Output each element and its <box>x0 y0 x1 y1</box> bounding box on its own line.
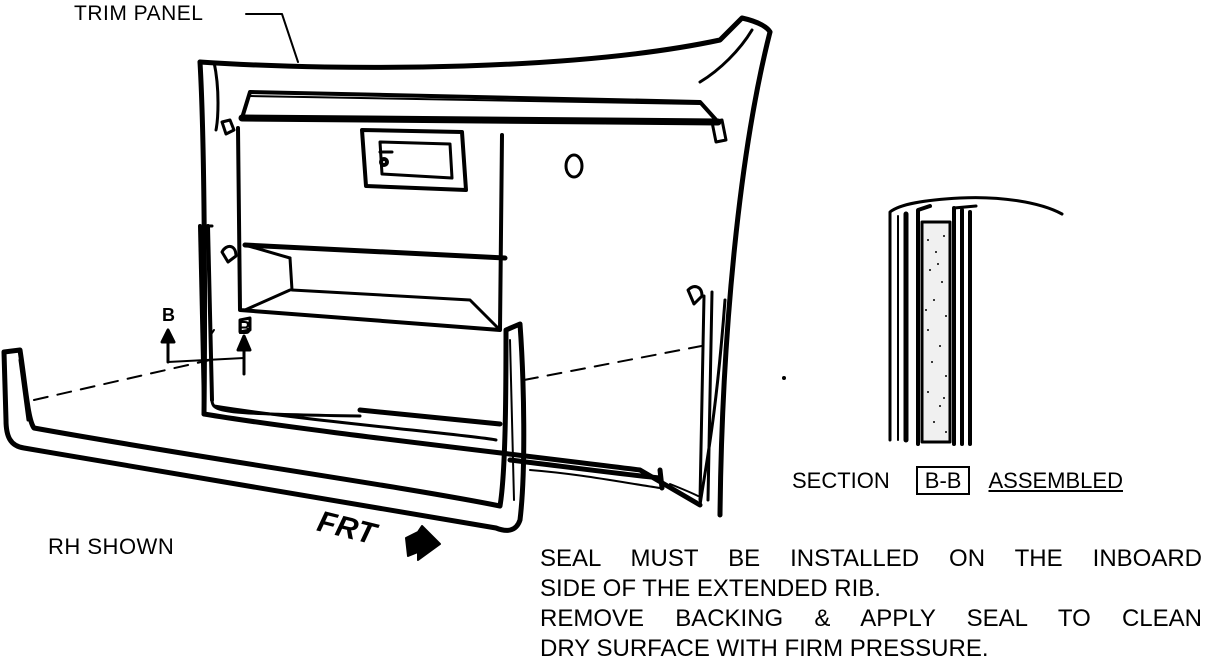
rh-shown-label: RH SHOWN <box>48 534 175 559</box>
foam-stipple <box>925 235 947 433</box>
note-line: SEAL MUST BE INSTALLED ON THE INBOARD <box>540 545 1202 572</box>
panel-hole <box>564 153 584 179</box>
note-line: SIDE OF THE EXTENDED RIB. <box>540 575 881 602</box>
section-caption-suffix: ASSEMBLED <box>988 468 1123 493</box>
section-caption: SECTION B-B ASSEMBLED <box>792 466 1123 495</box>
u-shaped-seal <box>1 321 527 533</box>
stray-dot <box>782 376 786 380</box>
note-line: REMOVE BACKING & APPLY SEAL TO CLEAN <box>540 605 1202 632</box>
inner-recess <box>236 126 508 332</box>
note-line: DRY SURFACE WITH FIRM PRESSURE. <box>540 635 989 662</box>
section-b-label-right: B <box>238 318 252 338</box>
section-bb-detail <box>888 196 1064 446</box>
installation-note: SEAL MUST BE INSTALLED ON THE INBOARD SI… <box>540 544 1202 664</box>
front-direction-arrow-icon <box>405 525 441 561</box>
section-arrow-icon <box>160 328 252 376</box>
section-caption-prefix: SECTION <box>792 468 890 493</box>
trim-panel-leader <box>245 13 299 63</box>
alignment-dash-lines <box>33 343 713 401</box>
extended-rib-right <box>698 290 714 502</box>
section-view-box: B-B <box>915 466 971 495</box>
foam-seal-strip <box>920 220 952 444</box>
fastener-bosses <box>220 118 728 334</box>
upper-trim-rail <box>212 28 754 132</box>
extended-rib-left <box>198 224 215 410</box>
section-b-label-left: B <box>162 305 176 325</box>
door-handle-housing <box>360 128 468 192</box>
trim-panel-label: TRIM PANEL <box>74 2 204 25</box>
panel-bottom-edge <box>210 398 699 497</box>
